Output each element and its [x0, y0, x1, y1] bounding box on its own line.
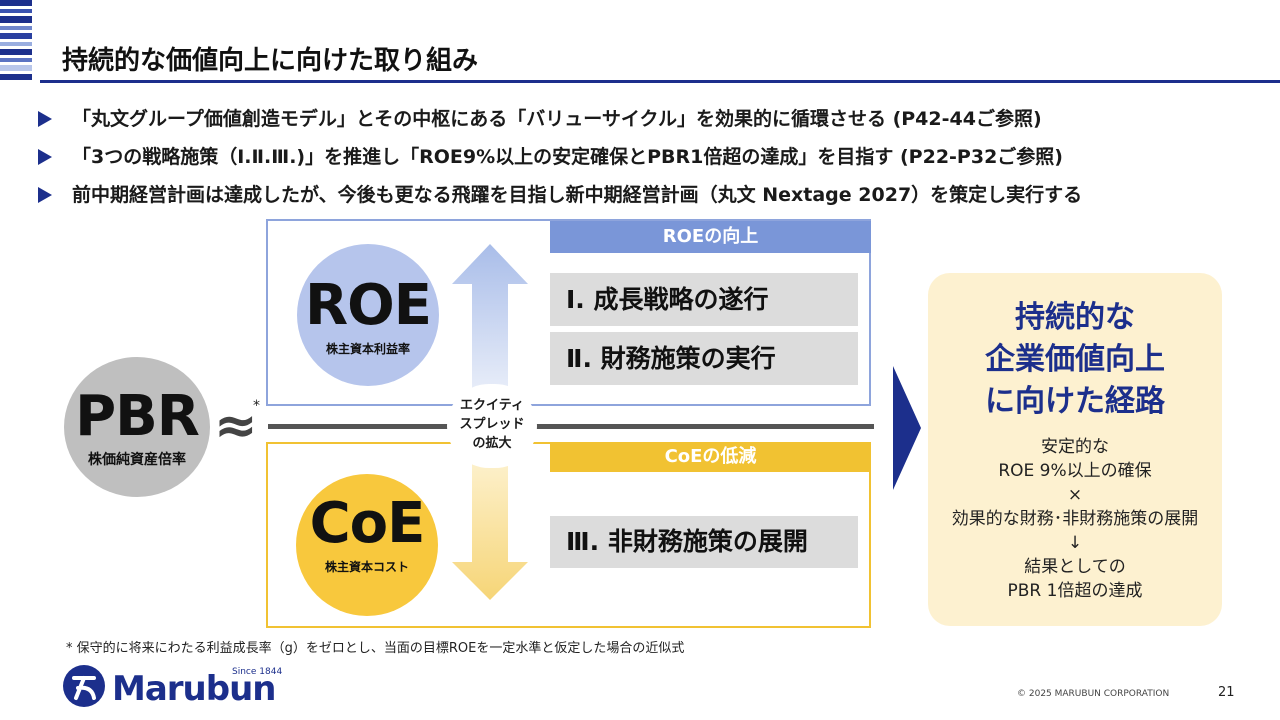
- triangle-bullet-icon: [38, 149, 52, 165]
- strategy-growth: Ⅰ. 成長戦略の遂行: [550, 273, 858, 326]
- company-logo-text: Marubun: [112, 669, 276, 709]
- roe-header: ROEの向上: [550, 221, 871, 253]
- chevron-right-icon: [893, 366, 921, 490]
- panel-body: 安定的な ROE 9%以上の確保 × 効果的な財務･非財務施策の展開 ↓ 結果と…: [951, 437, 1199, 601]
- bullet-item: 前中期経営計画は達成したが、今後も更なる飛躍を目指し新中期経営計画（丸文 Nex…: [38, 180, 1268, 218]
- coe-circle: CoE 株主資本コスト: [296, 474, 438, 616]
- page-number: 21: [1218, 685, 1235, 700]
- pbr-circle: PBR 株価純資産倍率: [64, 357, 210, 497]
- bullet-item: 「丸文グループ価値創造モデル」とその中枢にある「バリューサイクル」を効果的に循環…: [38, 104, 1268, 142]
- pbr-label: PBR: [75, 384, 200, 449]
- footnote-marker: *: [253, 398, 260, 414]
- footnote: * 保守的に将来にわたる利益成長率（g）をゼロとし、当面の目標ROEを一定水準と…: [66, 641, 685, 656]
- panel-title: 持続的な 企業価値向上 に向けた経路: [985, 300, 1165, 419]
- coe-label: CoE: [309, 491, 426, 556]
- marubun-logo-icon: [63, 665, 105, 707]
- equity-spread-label: エクイティ スプレッド の拡大: [447, 384, 537, 468]
- title-underline: [40, 80, 1280, 83]
- approx-sign: ≈: [214, 396, 258, 456]
- strategy-financial: Ⅱ. 財務施策の実行: [550, 332, 858, 385]
- triangle-bullet-icon: [38, 111, 52, 127]
- roe-sublabel: 株主資本利益率: [325, 342, 410, 356]
- roe-circle: ROE 株主資本利益率: [297, 244, 439, 386]
- strategy-nonfinancial: Ⅲ. 非財務施策の展開: [550, 516, 858, 568]
- result-panel: 持続的な 企業価値向上 に向けた経路 安定的な ROE 9%以上の確保 × 効果…: [928, 273, 1222, 626]
- header-stripes: [0, 0, 32, 82]
- arrow-pair-icon: [452, 244, 528, 600]
- triangle-bullet-icon: [38, 187, 52, 203]
- since-label: Since 1844: [232, 667, 283, 677]
- copyright: © 2025 MARUBUN CORPORATION: [1017, 689, 1170, 699]
- page-title: 持続的な価値向上に向けた取り組み: [62, 46, 479, 76]
- coe-header: CoEの低減: [550, 442, 871, 472]
- bullet-list: 「丸文グループ価値創造モデル」とその中枢にある「バリューサイクル」を効果的に循環…: [38, 104, 1268, 218]
- equity-spread-line: [268, 424, 874, 429]
- bullet-item: 「3つの戦略施策（I.Ⅱ.Ⅲ.)」を推進し「ROE9%以上の安定確保とPBR1倍…: [38, 142, 1268, 180]
- roe-label: ROE: [305, 273, 432, 338]
- pbr-sublabel: 株価純資産倍率: [88, 452, 186, 468]
- coe-sublabel: 株主資本コスト: [324, 560, 409, 574]
